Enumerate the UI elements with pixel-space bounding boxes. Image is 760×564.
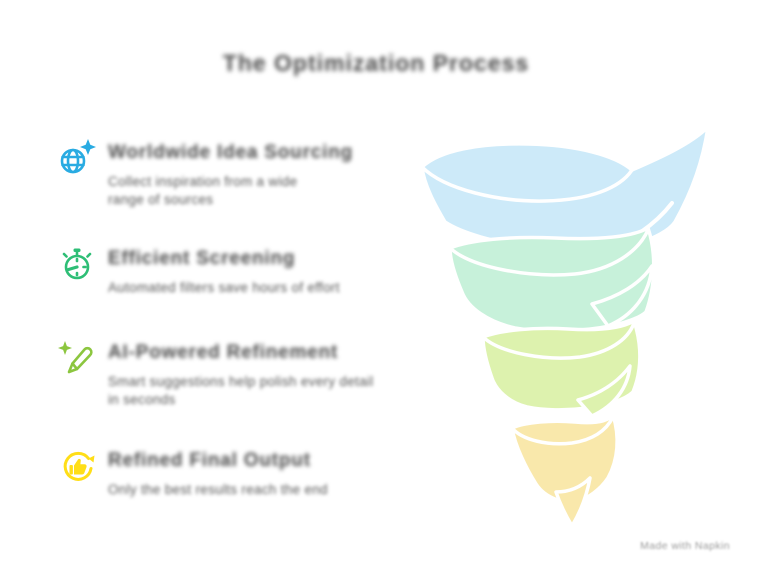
step-item-3: AI-Powered Refinement Smart suggestions … [57, 338, 386, 409]
step-item-4: Refined Final Output Only the best resul… [57, 446, 328, 499]
funnel-stage-3 [481, 319, 642, 412]
award-cycle-icon [57, 446, 97, 486]
funnel-stage-3-twist [576, 364, 632, 418]
step-description: Collect inspiration from a wide range of… [108, 174, 298, 207]
pencil-sparkle-icon [57, 338, 97, 378]
step-description: Automated filters save hours of effort [108, 280, 340, 295]
watermark: Made with Napkin [640, 540, 730, 552]
funnel-stage-4-tip [554, 476, 592, 528]
step-heading: Refined Final Output [108, 450, 311, 471]
stopwatch-icon [57, 244, 97, 284]
globe-sparkle-icon [57, 138, 97, 178]
funnel-stage-4 [510, 413, 619, 504]
step-description: Smart suggestions help polish every deta… [108, 374, 374, 407]
funnel-stage-1 [420, 125, 710, 252]
step-heading: Worldwide Idea Sourcing [108, 142, 354, 163]
step-heading: AI-Powered Refinement [108, 342, 339, 363]
step-item-1: Worldwide Idea Sourcing Collect inspirat… [57, 138, 353, 209]
step-description: Only the best results reach the end [108, 482, 328, 497]
funnel-stage-2-twist [590, 264, 654, 328]
step-heading: Efficient Screening [108, 248, 296, 269]
page-title: The Optimization Process [222, 50, 530, 76]
step-item-2: Efficient Screening Automated filters sa… [57, 244, 340, 297]
